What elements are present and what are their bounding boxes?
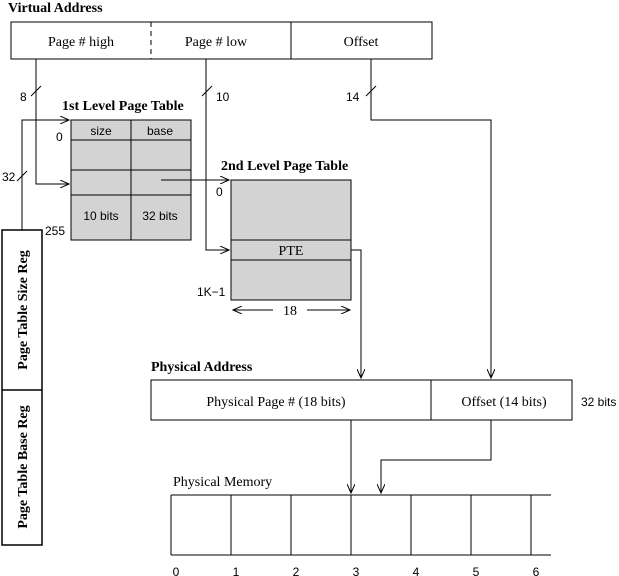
second-level-index-first: 0	[216, 185, 223, 199]
offset-arrow	[370, 59, 491, 378]
first-level-size-bits: 10 bits	[83, 209, 118, 223]
page-low-field: Page # low	[185, 35, 248, 50]
virtual-address-box: Page # high Page # low Offset	[10, 21, 433, 60]
memory-tick-3: 3	[353, 565, 360, 576]
base-reg-to-first-level-arrow	[21, 120, 69, 230]
second-level-width: 18	[283, 304, 297, 319]
memory-tick-2: 2	[293, 565, 300, 576]
base-reg-width-slash	[16, 170, 28, 182]
memory-tick-1: 1	[233, 565, 240, 576]
base-reg-width: 32	[2, 170, 16, 184]
first-level-base-bits: 32 bits	[142, 209, 177, 223]
second-level-index-last: 1K−1	[197, 285, 226, 299]
page-table-size-reg: Page Table Size Reg	[16, 250, 31, 369]
memory-tick-0: 0	[173, 565, 180, 576]
offset-bits: 14	[346, 90, 360, 104]
page-low-arrow	[205, 59, 229, 250]
first-level-col-base: base	[147, 124, 173, 138]
physical-offset-field: Offset (14 bits)	[461, 395, 547, 410]
pte-entry: PTE	[279, 244, 304, 259]
physical-address-box: Physical Page # (18 bits) Offset (14 bit…	[150, 379, 573, 421]
page-high-arrow	[35, 59, 69, 184]
physical-memory-frames	[170, 494, 551, 556]
second-level-table: PTE	[230, 179, 352, 301]
page-high-bits: 8	[20, 90, 27, 104]
memory-tick-4: 4	[413, 565, 420, 576]
page-low-bits-slash	[201, 85, 213, 97]
physical-address-width: 32 bits	[581, 395, 616, 409]
physical-memory-title: Physical Memory	[173, 475, 272, 490]
offset-field: Offset	[344, 35, 379, 50]
physical-page-field: Physical Page # (18 bits)	[206, 395, 346, 410]
first-level-table: size base 10 bits 32 bits	[70, 119, 192, 241]
register-box	[1, 229, 43, 546]
page-low-bits: 10	[216, 90, 230, 104]
virtual-address-title: Virtual Address	[8, 1, 103, 16]
pte-to-physical-page-arrow	[351, 249, 361, 378]
physical-memory-ticks: 0 1 2 3 4 5 6	[173, 565, 540, 576]
physical-address-title: Physical Address	[151, 360, 253, 375]
first-level-title: 1st Level Page Table	[62, 99, 184, 114]
first-level-index-first: 0	[56, 130, 63, 144]
page-high-field: Page # high	[48, 35, 114, 50]
offset-to-memory-arrow	[381, 420, 492, 493]
second-level-title: 2nd Level Page Table	[221, 159, 348, 174]
first-level-col-size: size	[90, 124, 112, 138]
first-level-index-last: 255	[45, 224, 65, 238]
page-table-base-reg: Page Table Base Reg	[16, 405, 31, 528]
memory-tick-6: 6	[533, 565, 540, 576]
memory-tick-5: 5	[473, 565, 480, 576]
